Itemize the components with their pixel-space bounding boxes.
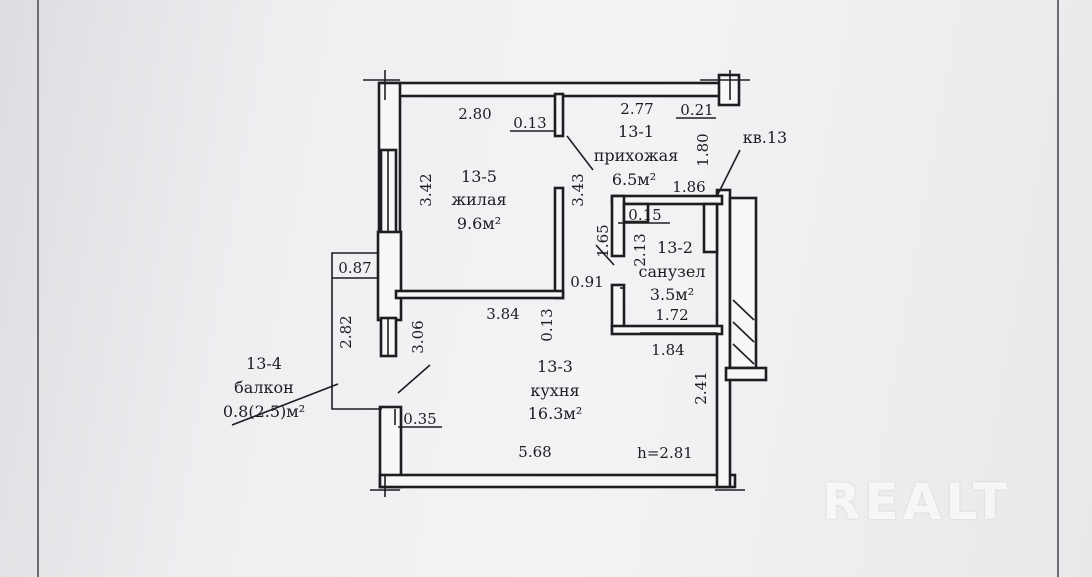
room-bathroom: 13-2 санузел 3.5м²	[639, 238, 706, 304]
shaft-hatch-3	[732, 343, 755, 365]
dim-kitchen-wall: 0.35	[403, 410, 436, 428]
apartment-label: кв.13	[743, 128, 787, 147]
dim-kitchen-width: 5.68	[518, 443, 551, 461]
frame-right-line	[1057, 0, 1059, 577]
partition-top	[553, 92, 565, 138]
room-hall: 13-1 прихожая 6.5м²	[594, 122, 679, 189]
room-name: жилая	[451, 190, 506, 209]
hall-leader	[566, 135, 594, 171]
room-area: 16.3м²	[528, 404, 582, 423]
partition-living-bottom	[394, 289, 565, 300]
room-id: 13-1	[618, 122, 654, 141]
realt-watermark-logo: REALT	[822, 473, 1012, 531]
apartment-leader	[716, 149, 741, 197]
room-name: санузел	[639, 262, 706, 281]
bath-wall-left-upper	[610, 194, 626, 258]
room-id: 13-5	[461, 167, 497, 186]
wall-right-top	[717, 73, 741, 107]
bath-inner-wall	[622, 202, 650, 224]
dim-bath-left-inner: 2.13	[631, 233, 649, 266]
ceiling-height: h=2.81	[637, 444, 693, 462]
dim-hall-side: 0.91	[570, 273, 603, 291]
dim-kitchen-right: 2.41	[692, 371, 710, 404]
balcony-leader	[231, 383, 339, 426]
dim-bath-left-outer: 1.65	[594, 224, 612, 257]
room-id: 13-3	[537, 357, 573, 376]
room-name: кухня	[530, 381, 579, 400]
room-name: балкон	[234, 378, 294, 397]
dim-bath-wall: 0.15	[628, 206, 661, 224]
dim-partition-top: 0.13	[513, 114, 546, 132]
dim-living-height: 3.42	[417, 173, 435, 206]
partition-living-right	[553, 186, 565, 300]
room-id: 13-4	[246, 354, 282, 373]
shaft-bottom	[724, 366, 768, 382]
bath-wall-bottom	[610, 324, 724, 336]
dim-kitchen-left: 3.06	[409, 320, 427, 353]
balcony-outline	[331, 252, 382, 410]
frame-left-line	[37, 0, 39, 577]
dim-balcony-width: 0.87	[338, 259, 371, 277]
shaft	[728, 196, 758, 370]
dim-living-bottom: 3.84	[486, 305, 519, 323]
room-name: прихожая	[594, 146, 679, 165]
wall-right	[715, 188, 732, 489]
room-area: 3.5м²	[650, 285, 694, 304]
room-living: 13-5 жилая 9.6м²	[451, 167, 506, 233]
wall-left-mid	[376, 230, 403, 322]
shaft-hatch-1	[732, 299, 755, 321]
dim-bath-inner: 1.72	[655, 306, 688, 324]
room-area: 0.8(2.5)м²	[223, 402, 305, 421]
walls	[376, 73, 768, 489]
dim-right-wall: 0.21	[680, 101, 713, 119]
dim-hall-bottom: 1.86	[672, 178, 705, 196]
dim-living-right: 3.43	[569, 173, 587, 206]
room-area: 9.6м²	[457, 214, 501, 233]
room-kitchen: 13-3 кухня 16.3м²	[528, 357, 582, 423]
wall-bottom	[378, 473, 737, 489]
dim-hall-depth: 1.80	[694, 133, 712, 166]
dim-balcony-height: 2.82	[337, 315, 355, 348]
shaft-hatch-2	[732, 321, 755, 343]
room-area: 6.5м²	[612, 170, 656, 189]
dim-bath-outer: 1.84	[651, 341, 684, 359]
kitchen-left-leader	[397, 364, 431, 394]
dim-top-left-width: 2.80	[458, 105, 491, 123]
room-balcony: 13-4 балкон 0.8(2.5)м²	[223, 354, 305, 421]
dim-hall-top: 2.77	[620, 100, 653, 118]
dim-partition-mid: 0.13	[538, 308, 556, 341]
hall-side-leader	[595, 244, 615, 266]
bath-inner-right	[702, 202, 719, 254]
room-id: 13-2	[657, 238, 693, 257]
